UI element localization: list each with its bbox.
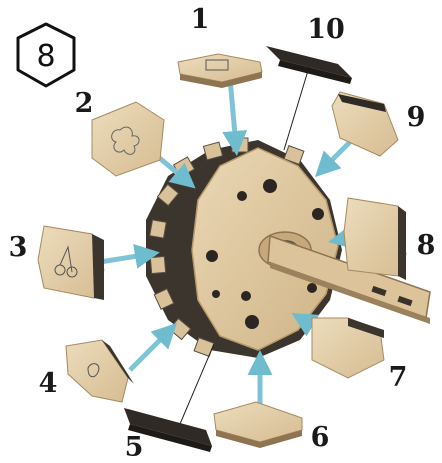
label-3: 3 bbox=[9, 232, 28, 263]
arrow-4 bbox=[130, 330, 170, 370]
piece-2 bbox=[92, 102, 164, 176]
piece-4 bbox=[66, 340, 134, 402]
arrow-3 bbox=[100, 254, 150, 262]
piece-7 bbox=[312, 318, 384, 378]
label-1: 1 bbox=[191, 4, 210, 35]
piece-3 bbox=[38, 226, 104, 300]
label-8: 8 bbox=[417, 230, 436, 261]
step-number: 8 bbox=[36, 39, 55, 74]
piece-9 bbox=[332, 92, 398, 156]
piece-6 bbox=[214, 402, 302, 448]
leader-10 bbox=[284, 64, 310, 150]
label-7: 7 bbox=[389, 362, 408, 393]
label-5: 5 bbox=[125, 432, 144, 463]
leader-5 bbox=[180, 344, 214, 424]
label-9: 9 bbox=[407, 102, 426, 133]
label-2: 2 bbox=[75, 88, 94, 119]
piece-10 bbox=[266, 46, 352, 84]
label-4: 4 bbox=[39, 368, 58, 399]
label-6: 6 bbox=[311, 422, 330, 453]
step-badge: 8 bbox=[18, 24, 74, 86]
piece-8 bbox=[344, 198, 406, 280]
label-10: 10 bbox=[307, 14, 345, 45]
arrow-1 bbox=[230, 78, 236, 146]
piece-1 bbox=[178, 54, 262, 88]
